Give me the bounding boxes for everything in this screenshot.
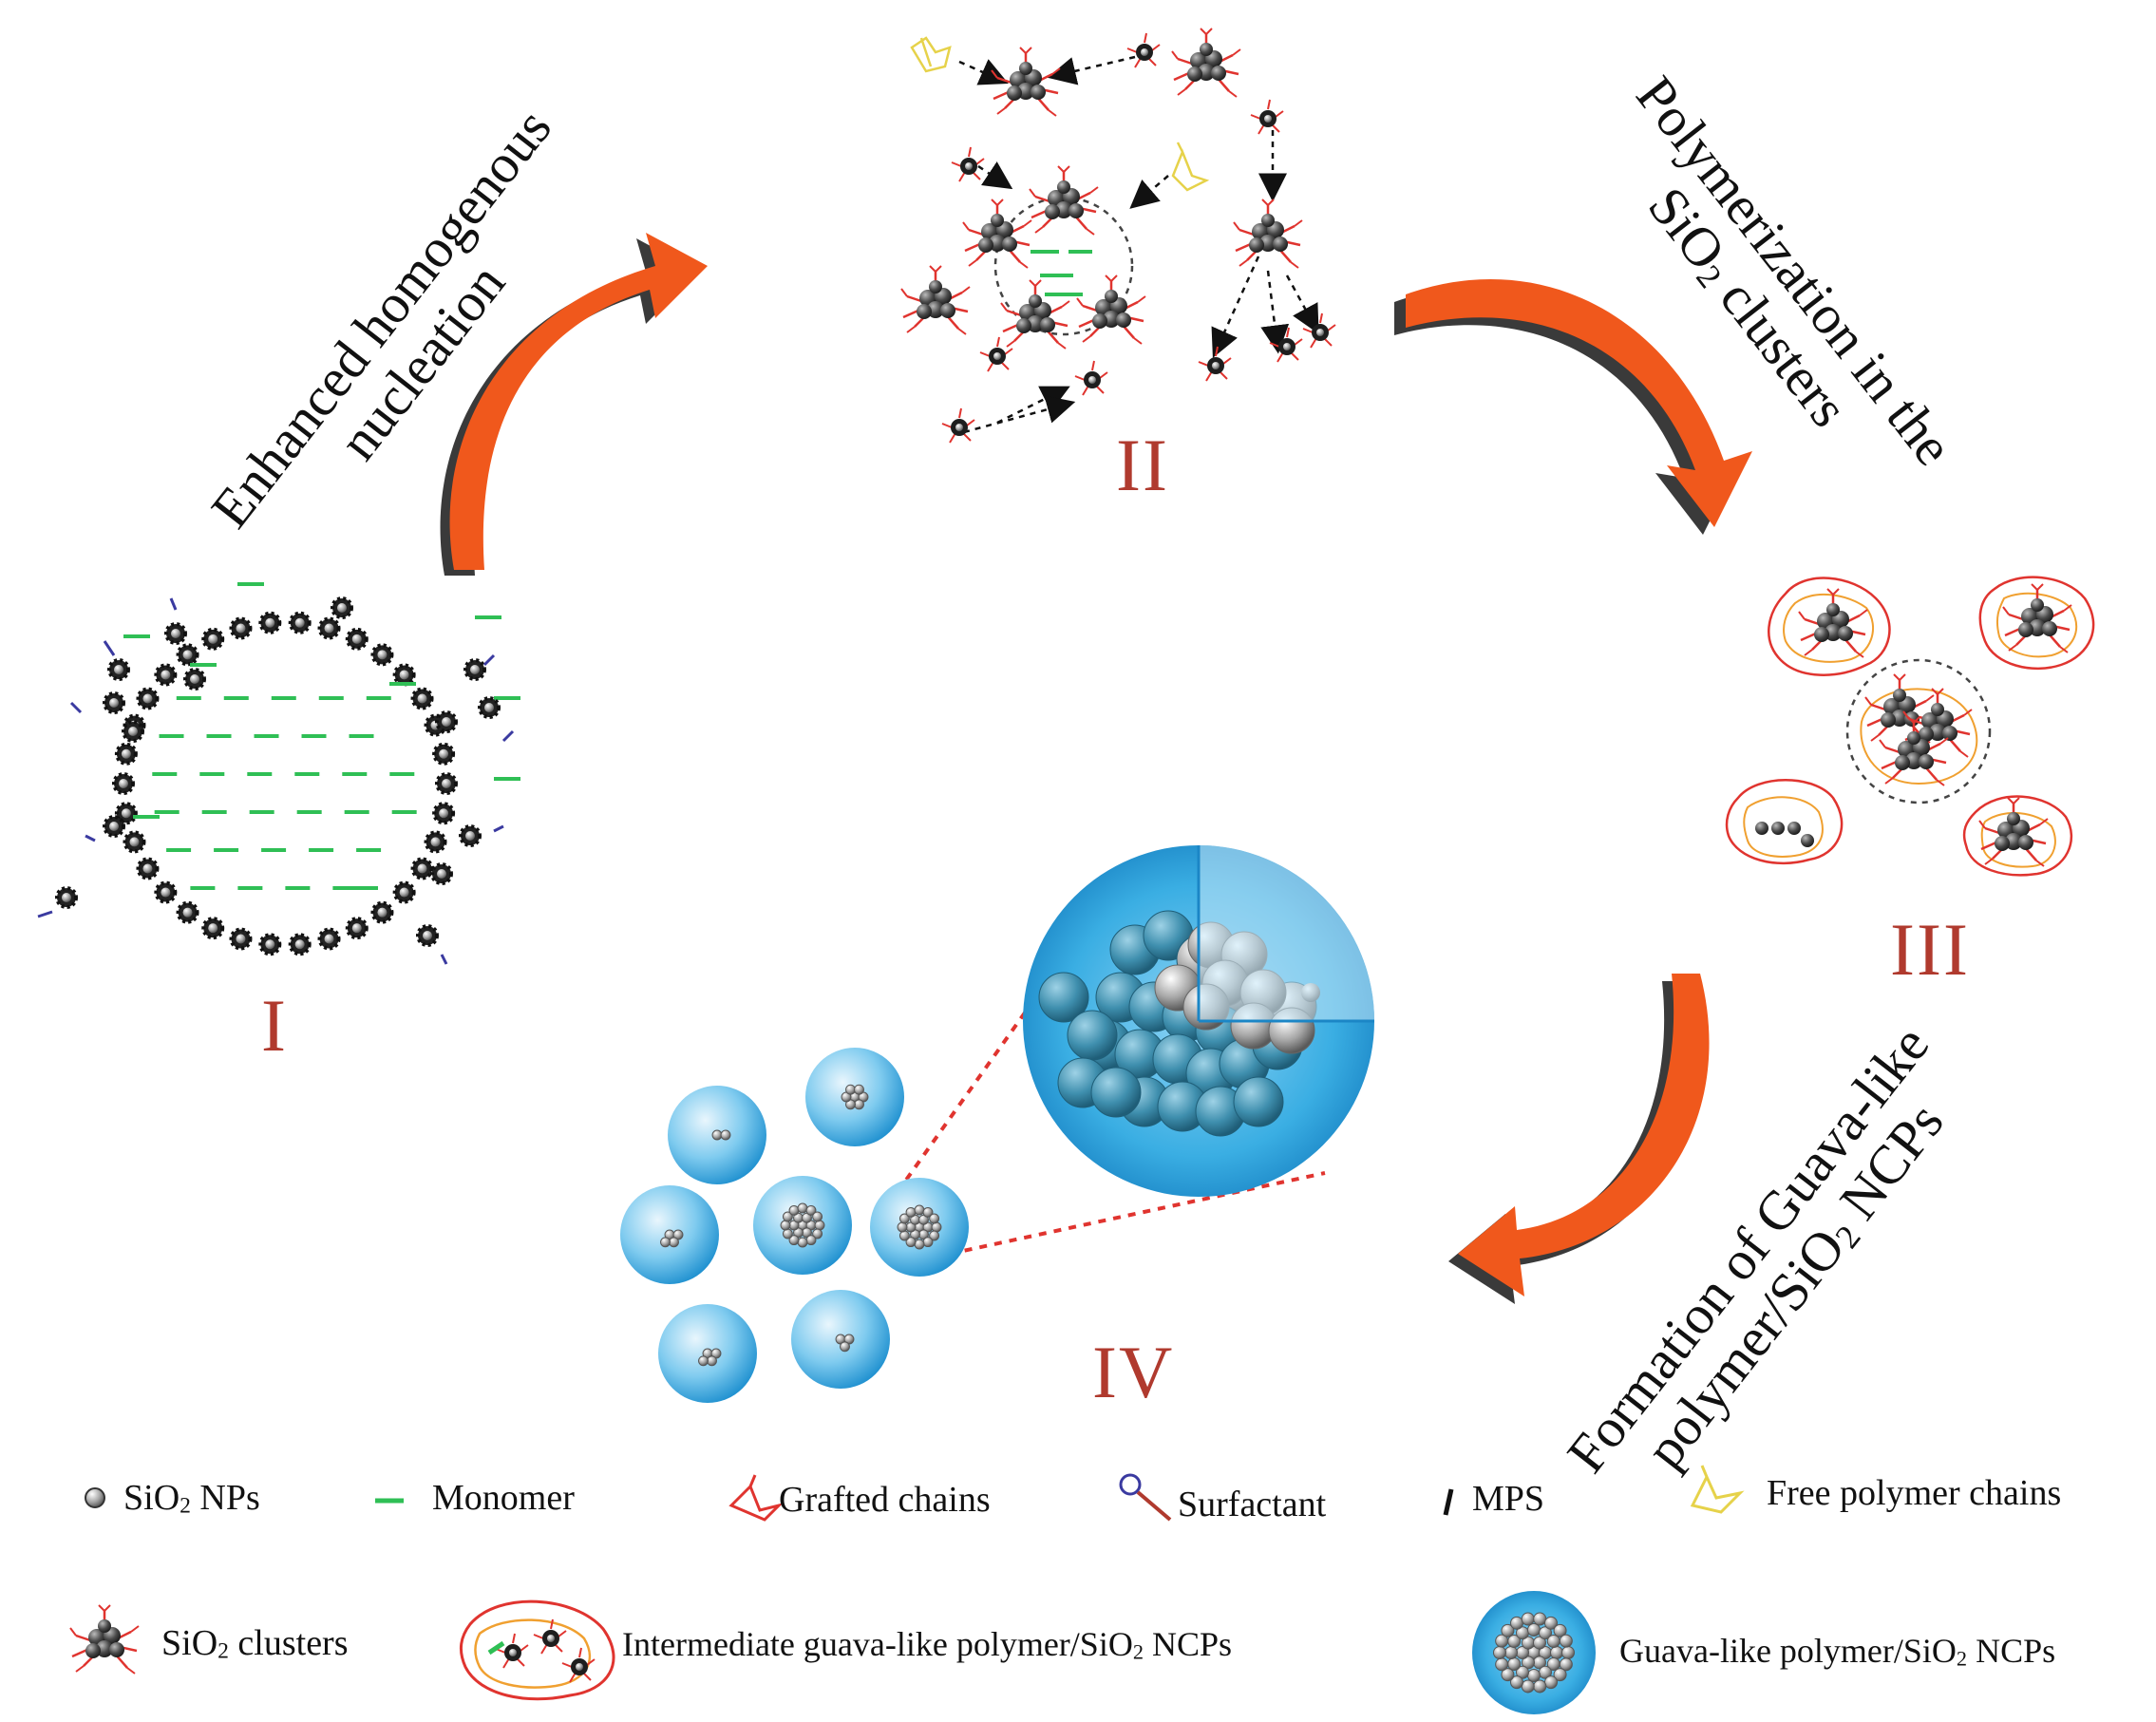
stage-1-micelle	[37, 582, 520, 965]
legend-free-chain-icon	[1690, 1465, 1745, 1514]
legend-grafted-chain-icon	[728, 1474, 784, 1522]
legend-sio2-nps-sub: 2	[180, 1493, 191, 1519]
legend-symbols	[68, 1465, 1745, 1714]
intermediate-particle-center	[1845, 658, 1992, 804]
legend-sio2-nps-b: NPs	[190, 1478, 260, 1518]
legend-guava-b: NCPs	[1967, 1632, 2056, 1670]
legend-surfactant: Surfactant	[1178, 1485, 1327, 1524]
stage-4-guava	[620, 845, 1374, 1403]
legend-sio2-nps-a: SiO	[123, 1478, 180, 1518]
stage-label-2: II	[1116, 424, 1169, 506]
legend-sio2-np-icon	[85, 1487, 105, 1508]
legend-surfactant-icon	[1119, 1473, 1172, 1522]
legend-intermediate-sub: 2	[1132, 1639, 1144, 1664]
intermediate-particle	[1768, 577, 1891, 676]
stage-label-1: I	[261, 984, 288, 1067]
legend-guava-a: Guava-like polymer/SiO	[1619, 1632, 1957, 1670]
legend-clusters-a: SiO	[161, 1623, 218, 1663]
legend-sio2-nps: SiO2 NPs	[123, 1477, 260, 1520]
legend-sio2-cluster-icon	[68, 1603, 141, 1675]
stage-label-4: IV	[1092, 1331, 1175, 1413]
legend-grafted: Grafted chains	[779, 1480, 991, 1520]
legend-intermediate-icon	[459, 1599, 615, 1701]
legend-mps: MPS	[1472, 1479, 1545, 1519]
legend-guava: Guava-like polymer/SiO2 NCPs	[1619, 1631, 2055, 1671]
legend-free-polymer: Free polymer chains	[1767, 1473, 2062, 1513]
stage-label-3: III	[1890, 908, 1970, 991]
legend-guava-sub: 2	[1956, 1646, 1968, 1671]
intermediate-particle	[1978, 576, 2095, 670]
legend-mps-icon	[1443, 1488, 1454, 1516]
legend-clusters-b: clusters	[228, 1623, 349, 1663]
legend-monomer: Monomer	[432, 1478, 575, 1518]
legend-sio2-clusters: SiO2 clusters	[161, 1622, 349, 1665]
legend-intermediate-a: Intermediate guava-like polymer/SiO	[622, 1625, 1133, 1663]
arrow-3-to-4	[1448, 974, 1710, 1304]
intermediate-particle	[1962, 795, 2073, 877]
intermediate-particle	[1725, 779, 1844, 865]
stage-2-clusters	[899, 27, 1336, 444]
legend-intermediate: Intermediate guava-like polymer/SiO2 NCP…	[622, 1624, 1232, 1664]
arrow-1-to-2	[440, 233, 708, 576]
legend-intermediate-b: NCPs	[1143, 1625, 1233, 1663]
stage-3-intermediate	[1725, 576, 2095, 877]
legend-guava-icon	[1472, 1591, 1596, 1714]
arrow-2-to-3	[1394, 279, 1752, 535]
legend-clusters-sub: 2	[217, 1638, 229, 1664]
